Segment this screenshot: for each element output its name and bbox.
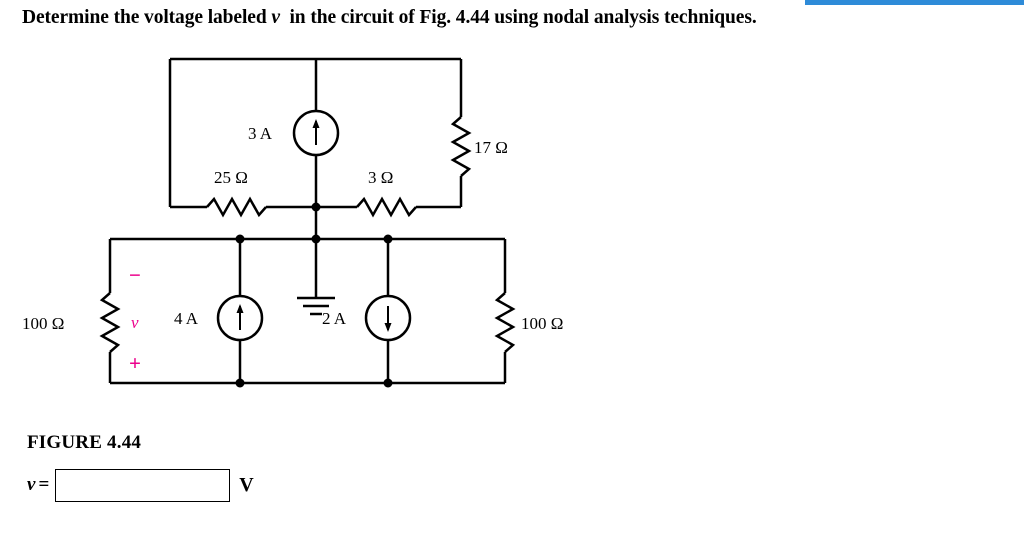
source-3a-arrow-head bbox=[312, 119, 320, 128]
resistor-100ohm-left-symbol bbox=[99, 292, 121, 353]
resistor-100ohm-left-label: 100 Ω bbox=[22, 314, 64, 333]
answer-unit-label: V bbox=[239, 473, 254, 496]
source-3a-label: 3 A bbox=[248, 124, 273, 143]
source-2a-arrow-head bbox=[384, 323, 392, 332]
polarity-plus-label: + bbox=[129, 351, 141, 375]
node-dot-4a-top bbox=[235, 234, 245, 244]
answer-variable-label: v bbox=[27, 474, 36, 495]
circuit-diagram: 17 Ω 3 A 25 Ω 3 Ω 100 Ω − v + 4 A bbox=[22, 57, 563, 388]
polarity-minus-label: − bbox=[129, 263, 141, 287]
question-prompt: Determine the voltage labeled v in the c… bbox=[22, 6, 1012, 30]
resistor-100ohm-right-label: 100 Ω bbox=[521, 314, 563, 333]
answer-input[interactable] bbox=[55, 468, 231, 502]
source-4a-arrow-head bbox=[236, 304, 244, 313]
source-4a-label: 4 A bbox=[174, 309, 199, 328]
resistor-17ohm-symbol bbox=[450, 116, 472, 177]
answer-row: v = V bbox=[27, 466, 254, 504]
resistor-25ohm-symbol bbox=[206, 196, 267, 218]
resistor-25ohm-label: 25 Ω bbox=[214, 168, 248, 187]
resistor-3ohm-symbol bbox=[356, 196, 417, 218]
question-variable: v bbox=[271, 7, 280, 28]
resistor-100ohm-right-symbol bbox=[494, 292, 516, 353]
node-dot-4a-bottom bbox=[235, 378, 245, 388]
top-accent-bar bbox=[805, 0, 1024, 5]
voltage-v-label: v bbox=[131, 313, 139, 332]
question-text-after: in the circuit of Fig. 4.44 using nodal … bbox=[289, 7, 757, 28]
node-dot-2a-bottom bbox=[383, 378, 393, 388]
node-dot-2a-top bbox=[383, 234, 393, 244]
resistor-3ohm-label: 3 Ω bbox=[368, 168, 393, 187]
source-2a-label: 2 A bbox=[322, 309, 347, 328]
resistor-17ohm-label: 17 Ω bbox=[474, 138, 508, 157]
answer-equals-sign: = bbox=[38, 474, 50, 495]
question-text-before: Determine the voltage labeled bbox=[22, 7, 267, 28]
figure-caption: FIGURE 4.44 bbox=[27, 432, 142, 453]
